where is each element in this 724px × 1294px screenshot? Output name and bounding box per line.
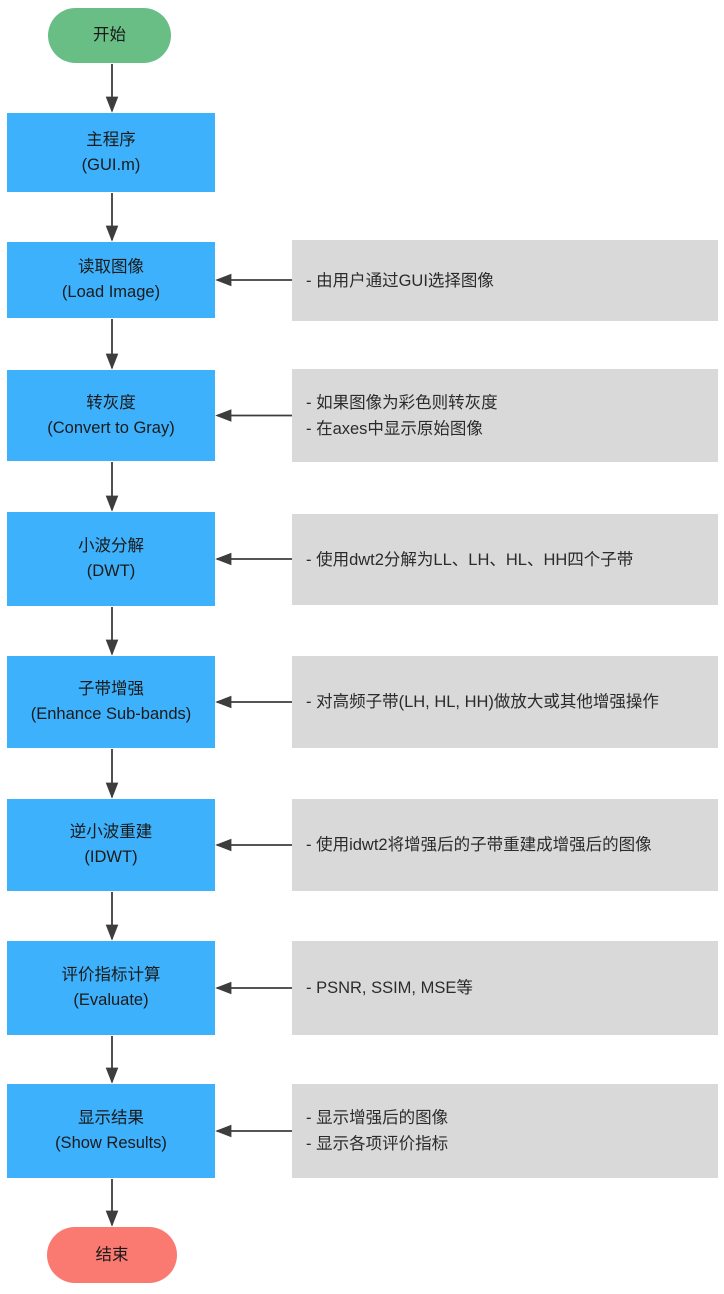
note-line: - PSNR, SSIM, MSE等: [306, 979, 473, 997]
start-node: 开始: [48, 8, 171, 63]
note-dwt: - 使用dwt2分解为LL、LH、HL、HH四个子带: [292, 514, 718, 605]
process-subtitle: (Enhance Sub-bands): [30, 705, 192, 723]
note-idwt: - 使用idwt2将增强后的子带重建成增强后的图像: [292, 799, 718, 891]
process-title: 主程序: [86, 130, 136, 149]
process-title: 逆小波重建: [69, 823, 153, 841]
process-node-main: 主程序 (GUI.m): [7, 113, 215, 192]
process-node-show-results: 显示结果 (Show Results): [7, 1084, 215, 1178]
process-subtitle: (Convert to Gray): [47, 418, 175, 437]
note-line: - 使用idwt2将增强后的子带重建成增强后的图像: [306, 836, 652, 854]
note-show-results: - 显示增强后的图像 - 显示各项评价指标: [292, 1084, 718, 1178]
process-node-enhance-subbands: 子带增强 (Enhance Sub-bands): [7, 656, 215, 748]
process-node-load-image: 读取图像 (Load Image): [7, 242, 215, 318]
note-line: - 显示各项评价指标: [306, 1135, 449, 1153]
process-subtitle: (Show Results): [55, 1134, 167, 1152]
note-line: - 在axes中显示原始图像: [306, 419, 483, 438]
process-node-evaluate: 评价指标计算 (Evaluate): [7, 941, 215, 1035]
process-subtitle: (DWT): [86, 562, 136, 580]
process-subtitle: (Load Image): [61, 283, 161, 301]
process-node-convert-gray: 转灰度 (Convert to Gray): [7, 370, 215, 461]
note-convert-gray: - 如果图像为彩色则转灰度 - 在axes中显示原始图像: [292, 369, 718, 462]
note-line: - 对高频子带(LH, HL, HH)做放大或其他增强操作: [306, 693, 659, 711]
note-line: - 由用户通过GUI选择图像: [306, 271, 494, 290]
process-subtitle: (Evaluate): [73, 991, 149, 1009]
process-subtitle: (IDWT): [84, 848, 138, 866]
process-node-dwt: 小波分解 (DWT): [7, 512, 215, 606]
process-title: 读取图像: [78, 258, 144, 276]
note-line: - 如果图像为彩色则转灰度: [306, 393, 498, 412]
end-node: 结束: [47, 1227, 177, 1283]
note-line: - 使用dwt2分解为LL、LH、HL、HH四个子带: [306, 550, 634, 569]
process-title: 评价指标计算: [61, 966, 161, 984]
process-subtitle: (GUI.m): [81, 155, 141, 174]
process-node-idwt: 逆小波重建 (IDWT): [7, 799, 215, 891]
end-label: 结束: [95, 1245, 129, 1264]
note-evaluate: - PSNR, SSIM, MSE等: [292, 941, 718, 1035]
note-enhance-subbands: - 对高频子带(LH, HL, HH)做放大或其他增强操作: [292, 656, 718, 748]
start-label: 开始: [93, 26, 126, 44]
note-load-image: - 由用户通过GUI选择图像: [292, 240, 718, 321]
process-title: 小波分解: [78, 537, 144, 555]
process-title: 子带增强: [78, 680, 144, 698]
process-title: 显示结果: [78, 1109, 144, 1127]
note-line: - 显示增强后的图像: [306, 1109, 449, 1127]
process-title: 转灰度: [86, 393, 136, 412]
